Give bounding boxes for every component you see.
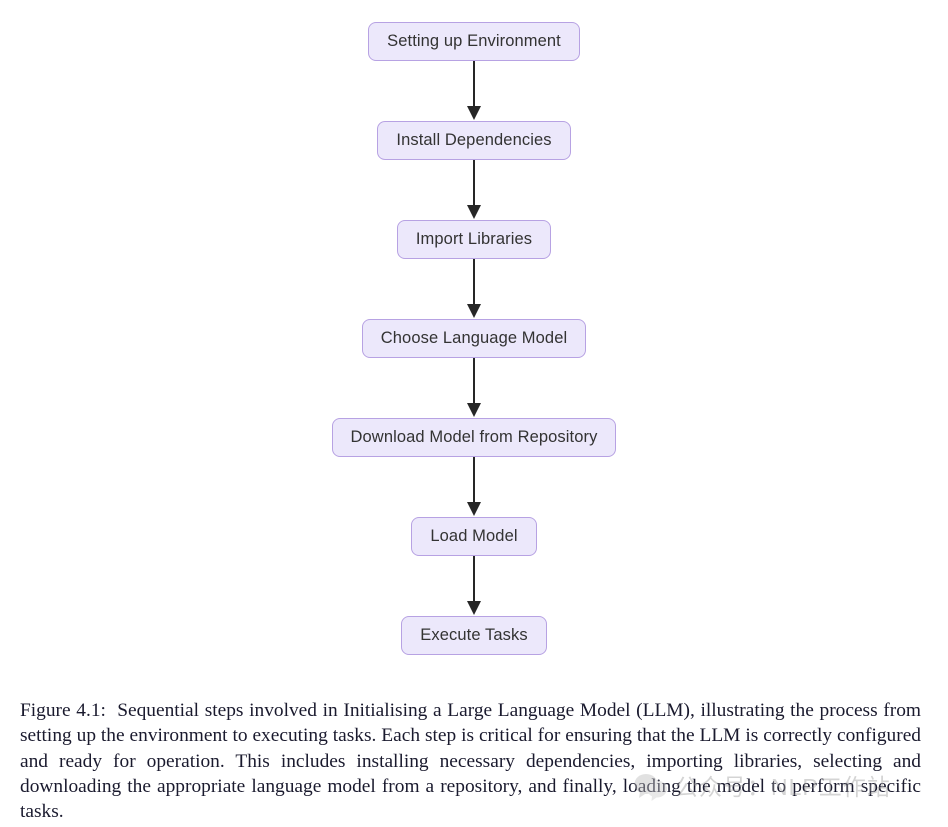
flow-node-install-dependencies[interactable]: Install Dependencies [377,121,571,160]
arrow-head-icon [466,502,481,516]
arrow-line [472,457,476,504]
flow-arrow-choose-to-download [459,358,489,418]
arrow-line [472,556,476,603]
flow-node-execute-tasks[interactable]: Execute Tasks [401,616,547,655]
arrow-head-icon [466,205,481,219]
flow-node-label: Execute Tasks [420,626,528,645]
flow-node-setting-up-environment[interactable]: Setting up Environment [368,22,580,61]
figure-caption-text: Sequential steps involved in Initialisin… [20,700,921,823]
flow-node-label: Load Model [430,527,518,546]
flow-node-label: Download Model from Repository [350,428,598,447]
arrow-line [472,160,476,207]
figure-caption-label: Figure 4.1: [20,700,106,721]
flow-arrow-import-to-choose [459,259,489,319]
flow-node-label: Choose Language Model [380,329,568,348]
arrow-head-icon [466,601,481,615]
arrow-head-icon [466,106,481,120]
flow-node-label: Setting up Environment [387,32,561,51]
figure-caption-spacer [106,700,117,721]
flowchart-node-stack: Setting up Environment Install Dependenc… [0,22,948,655]
arrow-line [472,61,476,108]
flow-node-label: Import Libraries [415,230,533,249]
flow-node-label: Install Dependencies [396,131,552,150]
flow-arrow-setup-to-install [459,61,489,121]
flow-arrow-load-to-execute [459,556,489,616]
figure-flowchart: Setting up Environment Install Dependenc… [0,22,948,655]
arrow-head-icon [466,304,481,318]
flow-arrow-install-to-import [459,160,489,220]
figure-caption: Figure 4.1: Sequential steps involved in… [20,698,921,824]
arrow-line [472,358,476,405]
flow-arrow-download-to-load [459,457,489,517]
flow-node-load-model[interactable]: Load Model [411,517,537,556]
flow-node-import-libraries[interactable]: Import Libraries [396,220,552,259]
flow-node-choose-language-model[interactable]: Choose Language Model [361,319,587,358]
flow-node-download-model-from-repository[interactable]: Download Model from Repository [331,418,617,457]
arrow-head-icon [466,403,481,417]
arrow-line [472,259,476,306]
